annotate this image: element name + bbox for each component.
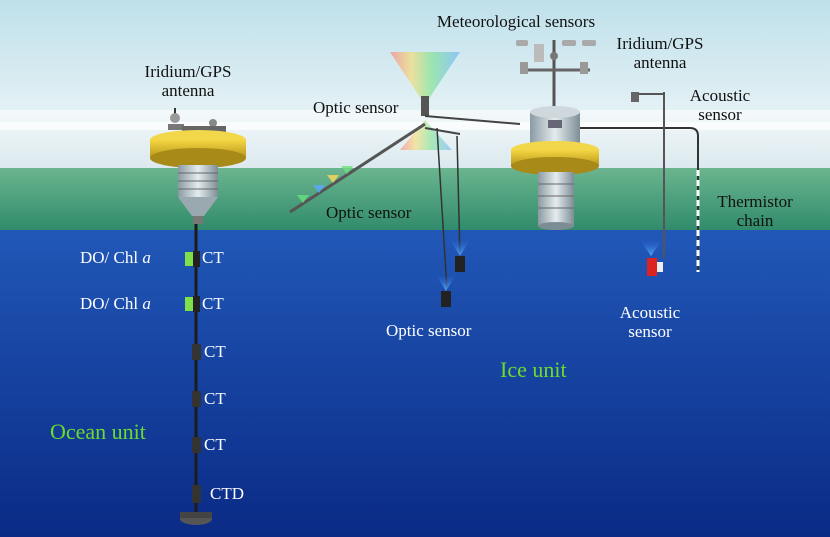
thermistor-chain-label: Thermistor chain — [700, 192, 810, 230]
ocean-background — [0, 230, 830, 537]
thermistor-line2: chain — [736, 211, 774, 230]
under-ice-layer — [0, 168, 830, 232]
acoustic-sensor-mast — [631, 92, 665, 276]
iridium-gps-label-left: Iridium/GPS antenna — [128, 62, 248, 100]
thermistor-line1: Thermistor — [717, 192, 793, 211]
ice-highlight — [0, 122, 830, 130]
ct-label-5: CT — [204, 435, 226, 454]
do-chl-label-2: DO/ Chl a — [80, 294, 151, 313]
acoustic-sensor-label-top: Acoustic sensor — [672, 86, 768, 124]
iridium-gps-label-right-line2: antenna — [633, 53, 687, 72]
iridium-gps-label-right-line1: Iridium/GPS — [616, 34, 704, 53]
ct-label-3: CT — [204, 342, 226, 361]
optic-sensor-array — [289, 52, 521, 307]
acoustic-sensor-label-bottom: Acoustic sensor — [600, 303, 700, 341]
iridium-gps-label-left-line2: antenna — [161, 81, 215, 100]
acoustic-top-line1: Acoustic — [689, 86, 751, 105]
optic-sensor-label-top: Optic sensor — [313, 98, 399, 117]
ocean-unit-buoy — [150, 108, 246, 525]
acoustic-bottom-line1: Acoustic — [619, 303, 681, 322]
do-chl-label-1: DO/ Chl a — [80, 248, 151, 267]
iridium-gps-label-left-line1: Iridium/GPS — [144, 62, 232, 81]
iridium-gps-label-right: Iridium/GPS antenna — [600, 34, 720, 72]
ice-unit-buoy — [511, 40, 699, 272]
acoustic-bottom-line2: sensor — [628, 322, 672, 341]
ice-unit-label: Ice unit — [500, 357, 567, 382]
ctd-label: CTD — [210, 484, 244, 503]
optic-sensor-label-bottom: Optic sensor — [386, 321, 472, 340]
ct-label-1: CT — [202, 248, 224, 267]
meteorological-sensors-label: Meteorological sensors — [436, 12, 596, 31]
optic-sensor-label-mid: Optic sensor — [326, 203, 412, 222]
ocean-unit-label: Ocean unit — [50, 419, 146, 444]
acoustic-top-line2: sensor — [698, 105, 742, 124]
ct-label-4: CT — [204, 389, 226, 408]
ct-label-2: CT — [202, 294, 224, 313]
